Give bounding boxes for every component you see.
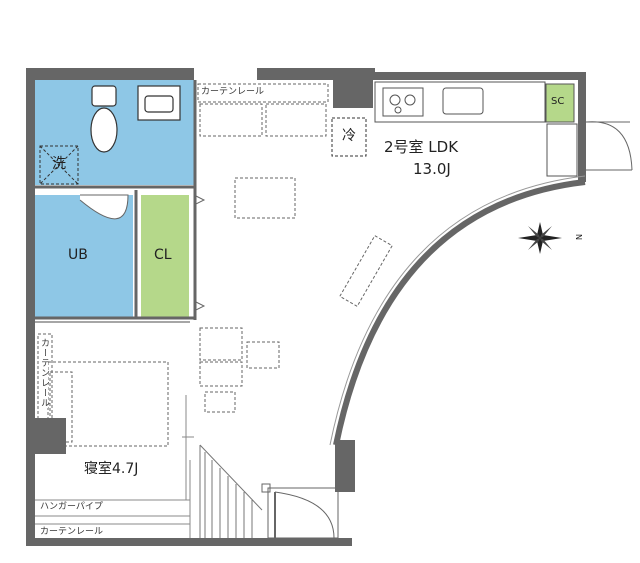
washer-label: 洗: [52, 156, 66, 172]
balcony-door: [585, 121, 633, 171]
ldk-room-size: 13.0J: [413, 160, 451, 178]
kitchen-counter: [374, 81, 578, 177]
washbasin-fixture: [137, 85, 181, 121]
washer-space: [39, 145, 79, 185]
shoe-cabinet-area: [546, 84, 574, 122]
compass-rose-icon: [518, 222, 562, 254]
bathroom-door-swing: [79, 194, 129, 220]
hanger-pipe-label: ハンガーパイプ: [40, 502, 103, 512]
bedroom-label: 寝室4.7J: [84, 461, 139, 477]
walls: [26, 68, 586, 546]
ldk-room-name: 2号室 LDK: [384, 138, 459, 156]
dashed-furniture: [37, 83, 329, 447]
bedroom-storage-lines: [35, 395, 194, 538]
wall-markers: [195, 195, 206, 311]
fridge-label: 冷: [342, 128, 356, 144]
entrance-area: [261, 483, 339, 539]
tv-board: [339, 235, 393, 307]
curtain-rail-top-label: カーテンレール: [201, 87, 265, 97]
compass-north-label: N: [573, 234, 583, 240]
curved-window-wall: [333, 179, 586, 446]
curtain-rail-side-label: カーテンレール: [39, 338, 49, 408]
staircase: [199, 444, 263, 538]
fridge-space: [331, 117, 367, 157]
toilet-fixture: [90, 85, 118, 153]
closet-label: CL: [154, 247, 172, 263]
curtain-rail-bottom-label: カーテンレール: [40, 527, 104, 537]
partitions: [35, 80, 197, 320]
bathroom-label: UB: [68, 247, 88, 263]
closet-area: [141, 195, 189, 318]
shoe-cabinet-label: SC: [551, 96, 565, 107]
